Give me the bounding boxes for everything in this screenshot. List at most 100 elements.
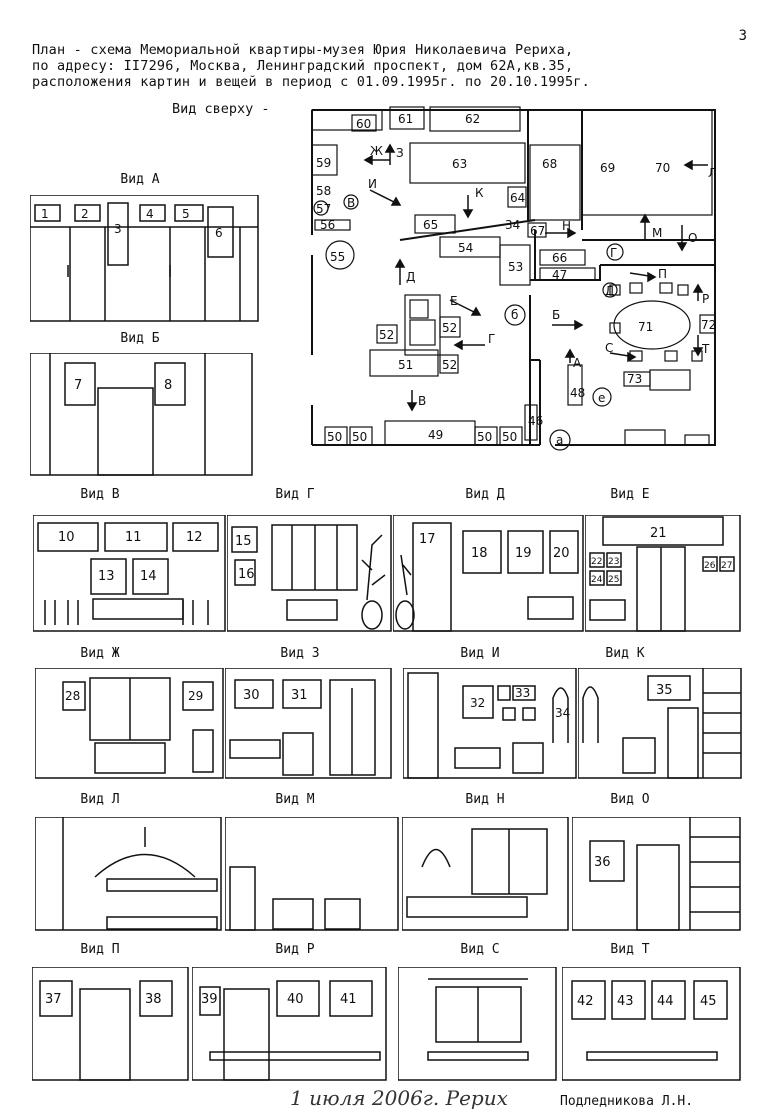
view-v-num-11: 11 bbox=[125, 530, 142, 545]
plan-label-51: 51 bbox=[398, 358, 413, 372]
plan-item-63 bbox=[409, 142, 526, 184]
view-e-num-22: 22 bbox=[591, 557, 602, 567]
plan-label-T: Т bbox=[701, 342, 710, 356]
view-o-num-36: 36 bbox=[594, 855, 611, 870]
view-e-label: Вид Е bbox=[610, 487, 650, 502]
plan-label-3: З bbox=[396, 146, 404, 160]
plan-label-K: К bbox=[475, 186, 484, 200]
view-n-label: Вид Н bbox=[465, 792, 505, 807]
view-r-panel: 39 40 41 bbox=[192, 967, 387, 1081]
view-g-num-15: 15 bbox=[235, 534, 252, 549]
plan-label-Vv: В bbox=[418, 394, 426, 408]
view-p-num-37: 37 bbox=[45, 992, 62, 1007]
view-a-panel: 1 2 3 4 5 6 bbox=[30, 195, 259, 322]
view-b-num-7: 7 bbox=[74, 378, 82, 393]
plan-item-50a bbox=[324, 426, 348, 446]
plan-item-69-70 bbox=[581, 109, 713, 216]
plan-label-V: В bbox=[347, 196, 355, 210]
view-e-num-26: 26 bbox=[704, 561, 716, 571]
view-s-label: Вид С bbox=[460, 942, 500, 957]
plan-label-65: 65 bbox=[423, 218, 438, 232]
view-a-num-1: 1 bbox=[41, 207, 49, 221]
view-k-label: Вид К bbox=[605, 646, 645, 661]
plan-label-63: 63 bbox=[452, 157, 467, 171]
plan-label-G2: Г bbox=[488, 332, 495, 346]
plan-label-M: М bbox=[652, 226, 662, 240]
view-i-num-34: 34 bbox=[555, 706, 570, 720]
view-a-label: Вид А bbox=[120, 172, 160, 187]
plan-label-70: 70 bbox=[655, 161, 670, 175]
view-t-num-44: 44 bbox=[657, 994, 674, 1009]
view-z-num-31: 31 bbox=[291, 688, 308, 703]
view-n-panel bbox=[402, 817, 569, 931]
plan-label-54: 54 bbox=[458, 241, 473, 255]
plan-label-A: А bbox=[573, 356, 582, 370]
view-e-num-21: 21 bbox=[650, 526, 667, 541]
plan-item-61 bbox=[389, 106, 425, 130]
plan-label-50d: 50 bbox=[502, 430, 517, 444]
plan-label-59: 59 bbox=[316, 156, 331, 170]
plan-label-N: Н bbox=[562, 219, 571, 233]
view-d-label: Вид Д bbox=[465, 487, 505, 502]
plan-item-65 bbox=[414, 214, 456, 234]
plan-label-53: 53 bbox=[508, 260, 523, 274]
view-i-num-33: 33 bbox=[515, 686, 530, 700]
view-t-num-43: 43 bbox=[617, 994, 634, 1009]
plan-item-62 bbox=[429, 106, 521, 132]
plan-item-71 bbox=[613, 300, 691, 350]
plan-label-G1: Г bbox=[610, 246, 617, 260]
plan-label-69: 69 bbox=[600, 161, 615, 175]
view-a-num-3: 3 bbox=[114, 222, 122, 236]
view-a-num-6: 6 bbox=[215, 226, 223, 240]
plan-label-52c: 52 bbox=[442, 358, 457, 372]
plan-item-72 bbox=[699, 314, 716, 334]
plan-item-46 bbox=[524, 404, 538, 441]
view-v-label: Вид В bbox=[80, 487, 120, 502]
plan-item-53 bbox=[499, 244, 531, 286]
plan-item-47 bbox=[539, 267, 596, 281]
plan-label-L: Л bbox=[708, 166, 717, 180]
view-m-label: Вид М bbox=[275, 792, 315, 807]
view-zh-label: Вид Ж bbox=[80, 646, 120, 661]
plan-label-P: П bbox=[658, 267, 667, 281]
view-i-num-32: 32 bbox=[470, 696, 485, 710]
plan-label-50b: 50 bbox=[352, 430, 367, 444]
plan-label-57: 57 bbox=[316, 202, 331, 216]
view-k-panel: 35 bbox=[578, 668, 742, 779]
view-l-panel bbox=[35, 817, 222, 931]
plan-label-62: 62 bbox=[465, 112, 480, 126]
plan-label-71: 71 bbox=[638, 320, 653, 334]
view-k-num-35: 35 bbox=[656, 683, 673, 698]
view-b-panel: 7 8 bbox=[30, 353, 253, 476]
view-v-panel: 10 11 12 13 14 bbox=[33, 515, 226, 632]
plan-item-66 bbox=[539, 249, 586, 266]
view-d-num-18: 18 bbox=[471, 546, 488, 561]
plan-label-66: 66 bbox=[552, 251, 567, 265]
view-d-num-17: 17 bbox=[419, 532, 436, 547]
plan-item-59 bbox=[311, 144, 338, 176]
view-e-num-25: 25 bbox=[608, 575, 619, 585]
view-i-panel: 32 33 34 bbox=[403, 668, 577, 779]
plan-item-52a bbox=[376, 324, 398, 344]
plan-label-ZH: Ж bbox=[370, 144, 383, 158]
view-zh-panel: 28 29 bbox=[35, 668, 224, 779]
plan-label-61: 61 bbox=[398, 112, 413, 126]
view-t-num-42: 42 bbox=[577, 994, 594, 1009]
view-l-label: Вид Л bbox=[80, 792, 120, 807]
view-i-label: Вид И bbox=[460, 646, 500, 661]
plan-label-58: 58 bbox=[316, 184, 331, 198]
plan-label-34: 34 bbox=[505, 218, 520, 232]
plan-label-E1: Е bbox=[450, 294, 458, 308]
floor-plan: 60 61 62 59 З 63 68 69 70 Л Ж И 58 К 64 … bbox=[311, 106, 717, 451]
plan-label-I: И bbox=[368, 177, 377, 191]
handwritten-signature: 1 июля 2006г. Рерих bbox=[290, 1086, 508, 1110]
header-line-2: по адресу: II7296, Москва, Ленинградский… bbox=[32, 58, 574, 74]
plan-item-64 bbox=[507, 186, 527, 208]
view-v-num-10: 10 bbox=[58, 530, 75, 545]
plan-item-52c bbox=[439, 354, 459, 374]
plan-item-56 bbox=[314, 219, 351, 231]
plan-label-50a: 50 bbox=[327, 430, 342, 444]
plan-label-E2: е bbox=[598, 391, 605, 405]
view-e-num-24: 24 bbox=[591, 575, 603, 585]
header-line-1: План - схема Мемориальной квартиры-музея… bbox=[32, 42, 574, 58]
